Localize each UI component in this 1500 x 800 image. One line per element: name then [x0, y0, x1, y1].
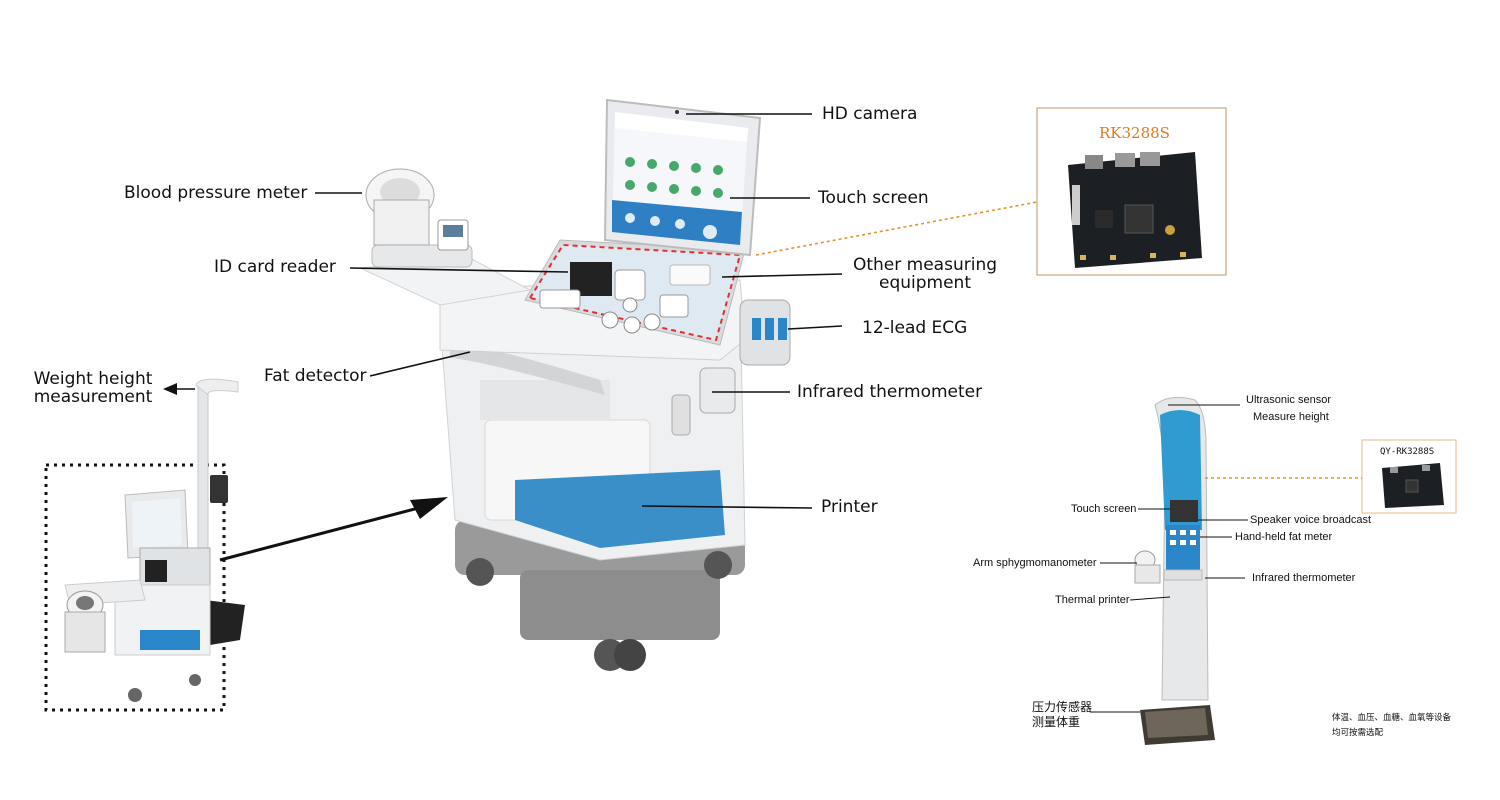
label-other-measuring-line1: Other measuring — [852, 255, 998, 275]
label-blood-pressure-meter: Blood pressure meter — [124, 183, 308, 203]
label-measure-height: Measure height — [1253, 411, 1329, 423]
board-title-rk3288s: RK3288S — [1099, 124, 1170, 142]
rk3288s-board-box — [1036, 107, 1227, 276]
label-other-measuring: Other measuring equipment — [846, 256, 1004, 292]
health-kiosk-cart — [358, 98, 791, 671]
weight-height-kiosk-inset — [44, 378, 245, 712]
leader-lines — [163, 113, 1248, 713]
label-weight-height: Weight height measurement — [22, 370, 164, 406]
label-pressure-sensor: 压力传感器 测量体重 — [1032, 700, 1092, 730]
label-hand-held-fat-meter: Hand-held fat meter — [1235, 531, 1333, 543]
height-scale-device — [1134, 396, 1215, 745]
qy-rk3288s-board-box — [1361, 439, 1457, 514]
label-hs-infrared-thermometer: Infrared thermometer — [1252, 572, 1356, 584]
label-id-card-reader: ID card reader — [214, 257, 336, 277]
label-weight-height-line2: measurement — [33, 387, 153, 407]
label-arm-sphygmomanometer: Arm sphygmomanometer — [973, 557, 1097, 569]
label-pressure-sensor-line2: 测量体重 — [1032, 715, 1081, 729]
label-optional-note-line2: 均可按需选配 — [1332, 728, 1384, 738]
label-pressure-sensor-line1: 压力传感器 — [1032, 700, 1093, 714]
label-infrared-thermometer: Infrared thermometer — [797, 382, 983, 402]
label-weight-height-line1: Weight height — [33, 369, 153, 389]
label-ultrasonic-sensor: Ultrasonic sensor — [1246, 394, 1331, 406]
board-title-qy-rk3288s: QY-RK3288S — [1380, 447, 1435, 457]
orange-connectors — [755, 201, 1362, 479]
label-touch-screen: Touch screen — [818, 188, 929, 208]
label-printer: Printer — [821, 497, 878, 517]
label-thermal-printer: Thermal printer — [1055, 594, 1130, 606]
label-optional-note: 体温、血压、血糖、血氧等设备 均可按需选配 — [1332, 711, 1451, 741]
label-other-measuring-line2: equipment — [879, 273, 971, 293]
label-optional-note-line1: 体温、血压、血糖、血氧等设备 — [1332, 713, 1452, 723]
label-12-lead-ecg: 12-lead ECG — [862, 318, 968, 338]
label-hs-touch-screen: Touch screen — [1071, 503, 1137, 515]
label-hd-camera: HD camera — [822, 104, 918, 124]
label-fat-detector: Fat detector — [264, 366, 367, 386]
label-speaker-voice-broadcast: Speaker voice broadcast — [1250, 514, 1372, 526]
